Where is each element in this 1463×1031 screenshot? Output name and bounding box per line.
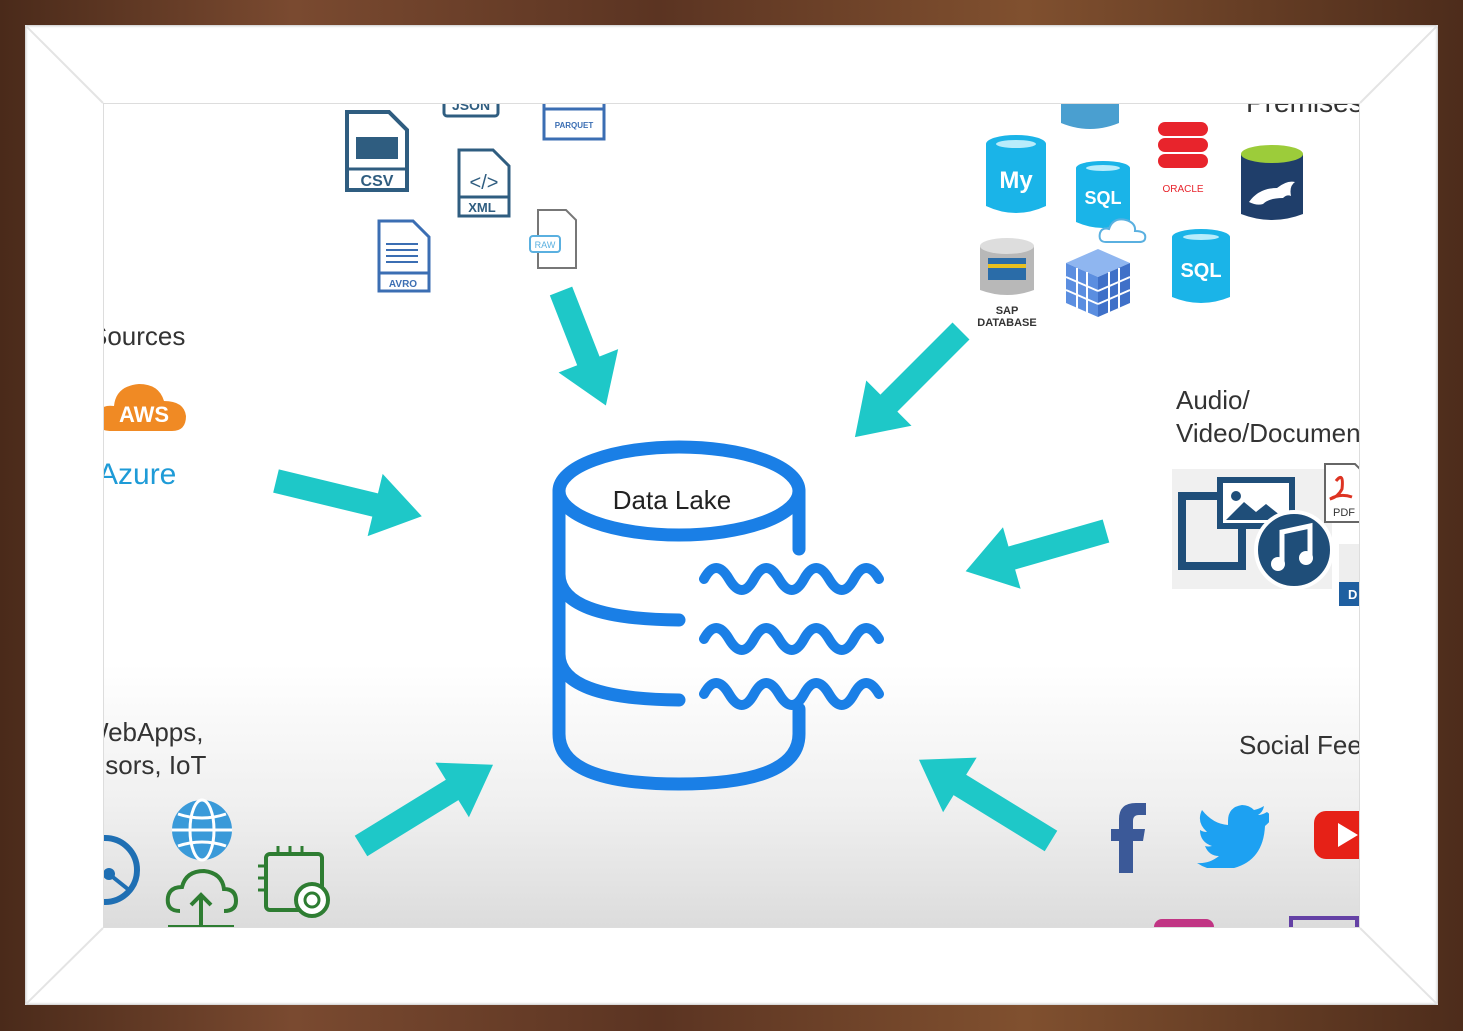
json-file-icon: JSON: [442, 103, 500, 118]
sql-cloud-text: SQL: [1084, 188, 1121, 208]
pdf-file-icon: PDF: [1324, 463, 1359, 523]
avro-file-icon: AVRO: [377, 219, 431, 293]
xml-text: XML: [468, 200, 496, 215]
arrow-cloud-to-lake: [273, 469, 422, 537]
iot-hub-icon: [104, 835, 140, 905]
youtube-icon[interactable]: [1312, 809, 1360, 861]
sources-label: Sources: [104, 321, 186, 351]
arrow-databases-to-lake: [854, 322, 970, 438]
social-feeds-label: Social Feeds: [1239, 730, 1359, 760]
webapps-label: WebApps,: [104, 717, 204, 747]
parquet-file-icon: PARQUET: [542, 104, 606, 141]
mariadb-icon: [1241, 145, 1303, 220]
iot-chip-icon: [258, 846, 330, 918]
xml-file-icon: </> XML: [457, 148, 511, 218]
hadoop-db-icon: [1061, 104, 1119, 129]
raw-text: RAW: [535, 240, 556, 250]
sensors-label: Sensors, IoT: [104, 750, 207, 780]
instagram-icon[interactable]: [1154, 919, 1214, 927]
data-lake-label: Data Lake: [613, 485, 732, 515]
document-icon: [1339, 544, 1359, 584]
media-files-icon: [1178, 477, 1334, 590]
pdf-text: PDF: [1333, 507, 1355, 519]
json-text: JSON: [452, 103, 490, 113]
twitch-icon[interactable]: [1289, 916, 1359, 927]
svg-text:</>: </>: [470, 172, 499, 194]
cube-analysis-icon: [1065, 249, 1131, 317]
avro-text: AVRO: [389, 279, 417, 290]
arrow-media-to-lake: [965, 519, 1110, 589]
aws-text: AWS: [119, 402, 169, 427]
arrow-files-to-lake: [549, 286, 619, 406]
video-documents-label: Video/Documents: [1176, 418, 1360, 448]
parquet-text: PARQUET: [555, 121, 594, 130]
azure-label: Azure: [103, 458, 177, 491]
arrow-iot-to-lake: [354, 762, 494, 857]
premises-label: Premises: [1246, 104, 1359, 119]
aws-cloud-icon: AWS: [104, 384, 186, 431]
oracle-text: ORACLE: [1162, 184, 1203, 195]
cloud-upload-icon: [165, 868, 239, 927]
csv-text: CSV: [361, 173, 394, 190]
raw-file-icon: RAW: [529, 209, 577, 269]
diagram-image: Premises Sources WebApps, Sensors, IoT A…: [103, 103, 1360, 928]
sap-text: SAP: [996, 305, 1019, 317]
twitter-icon[interactable]: [1197, 804, 1269, 868]
oracle-db-icon: ORACLE: [1158, 122, 1208, 195]
arrows-layer: [273, 286, 1110, 857]
audio-label: Audio/: [1176, 385, 1250, 415]
sql-cloud-db-icon: SQL: [1076, 161, 1147, 243]
sap-database-text: DATABASE: [977, 317, 1036, 329]
data-lake-icon: Data Lake: [552, 440, 884, 791]
sap-database-icon: SAP DATABASE: [977, 238, 1037, 329]
mysql-db-icon: My: [986, 135, 1046, 213]
sql-text: SQL: [1180, 260, 1221, 282]
arrow-social-to-lake: [918, 757, 1058, 852]
sql-db-icon: SQL: [1172, 229, 1230, 303]
web-app-globe-icon: [172, 798, 232, 862]
facebook-icon[interactable]: [1109, 801, 1149, 873]
csv-file-icon: CSV: [345, 110, 409, 192]
doc-badge: D: [1339, 582, 1359, 606]
mysql-text: My: [999, 167, 1033, 194]
